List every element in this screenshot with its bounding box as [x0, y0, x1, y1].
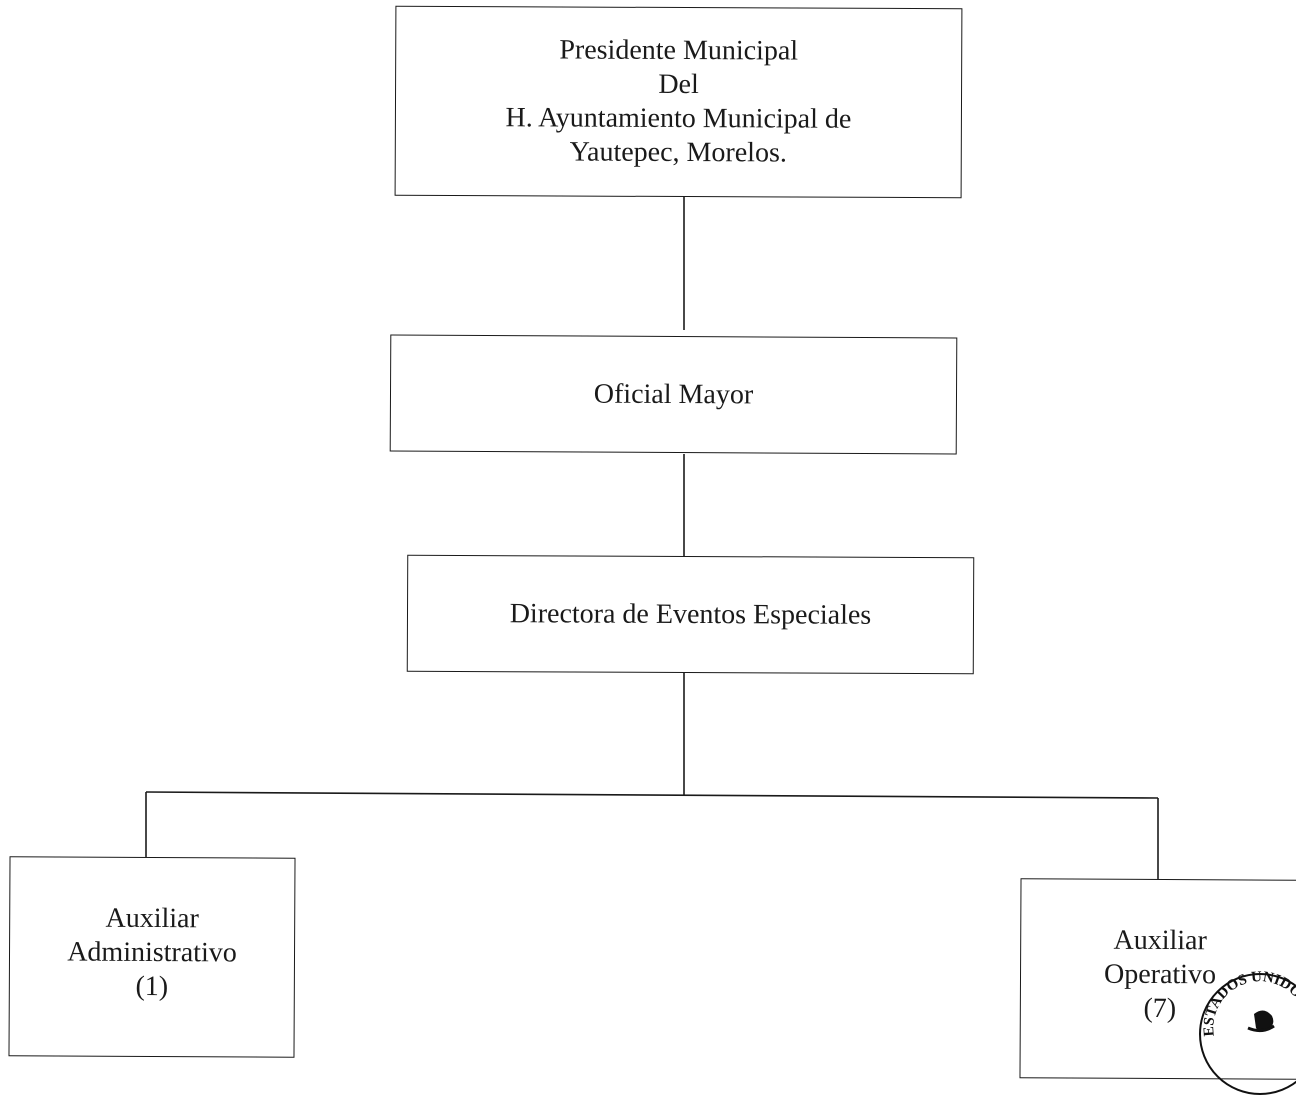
official-seal-stamp: ESTADOS UNIDOS	[1188, 958, 1296, 1098]
president-box: Presidente Municipal Del H. Ayuntamiento…	[394, 5, 963, 199]
auxiliar-administrativo-line-3: (1)	[135, 970, 169, 1003]
auxiliar-administrativo-line-1: Auxiliar	[105, 902, 199, 935]
president-line-1: Presidente Municipal	[559, 34, 799, 67]
president-line-2: Del	[658, 68, 699, 101]
auxiliar-administrativo-box: Auxiliar Administrativo (1)	[8, 856, 296, 1058]
auxiliar-operativo-line-3: (7)	[1143, 992, 1177, 1025]
connector-lines	[145, 197, 1159, 880]
oficial-mayor-box: Oficial Mayor	[389, 334, 958, 455]
directora-label: Directora de Eventos Especiales	[509, 597, 872, 631]
president-line-4: Yautepec, Morelos.	[569, 136, 787, 169]
auxiliar-administrativo-line-2: Administrativo	[67, 936, 237, 969]
connector-horizontal-branch	[145, 791, 1159, 799]
auxiliar-operativo-line-1: Auxiliar	[1113, 924, 1207, 957]
president-line-3: H. Ayuntamiento Municipal de	[505, 102, 852, 135]
oficial-mayor-label: Oficial Mayor	[593, 378, 754, 410]
directora-box: Directora de Eventos Especiales	[406, 554, 975, 675]
